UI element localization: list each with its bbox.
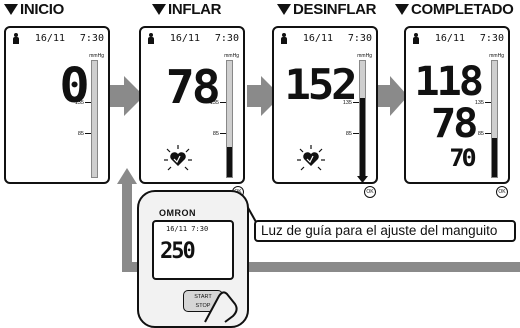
pressure-bar <box>226 60 233 178</box>
arrow-right-icon <box>110 76 144 116</box>
heartbeat-icon <box>164 145 192 171</box>
time-readout: 7:30 <box>214 33 239 44</box>
step-label-completado: COMPLETADO <box>395 1 514 18</box>
unit-label: mmHg <box>357 53 372 59</box>
user-icon <box>412 33 420 44</box>
date-readout: 16/11 <box>34 33 65 44</box>
tick-85: 85 <box>346 131 359 137</box>
unit-label: mmHg <box>89 53 104 59</box>
tick-85: 85 <box>78 131 91 137</box>
step-label-inicio: INICIO <box>4 1 64 18</box>
date-readout: 16/11 <box>434 33 465 44</box>
cuff-guide-callout: Luz de guía para el ajuste del manguito <box>254 220 516 242</box>
unit-label: mmHg <box>224 53 239 59</box>
time-readout: 7:30 <box>79 33 104 44</box>
brand-logo: OMRON <box>159 208 196 218</box>
down-arrow-icon <box>357 176 368 183</box>
down-triangle-icon <box>277 4 291 15</box>
step-label-inflar: INFLAR <box>152 1 222 18</box>
user-icon <box>147 33 155 44</box>
up-arrow-shaft <box>122 178 132 270</box>
pressure-bar <box>491 60 498 178</box>
callout-text: Luz de guía para el ajuste del manguito <box>261 223 498 238</box>
lcd-screen-inflar: 16/11 7:30 mmHg 135 85 78 <box>139 26 245 184</box>
device-pressure-value: 250 <box>160 239 196 264</box>
time-readout: 7:30 <box>479 33 504 44</box>
lcd-screen-completado: 16/11 7:30 mmHg 135 85 118 78 70 <box>404 26 510 184</box>
device-lcd: 16/11 7:30 250 <box>152 220 234 280</box>
pressure-bar <box>359 60 366 178</box>
pressure-value: 0 <box>59 58 89 114</box>
user-icon <box>12 33 20 44</box>
tick-135: 135 <box>475 100 491 106</box>
lcd-screen-desinflar: 16/11 7:30 mmHg 135 85 152 <box>272 26 378 184</box>
lcd-screen-inicio: 16/11 7:30 mmHg 135 85 0 <box>4 26 110 184</box>
pressure-value: 78 <box>165 60 221 114</box>
pulse-value: 70 <box>449 144 476 172</box>
tick-85: 85 <box>478 131 491 137</box>
date-readout: 16/11 <box>302 33 333 44</box>
heartbeat-icon <box>297 145 325 171</box>
pressure-bar <box>91 60 98 178</box>
step-label-desinflar: DESINFLAR <box>277 1 376 18</box>
ok-icon: OK <box>364 186 376 198</box>
tick-135: 135 <box>343 100 359 106</box>
diastolic-value: 78 <box>430 101 478 147</box>
arrow-up-icon <box>117 168 137 184</box>
tick-85: 85 <box>213 131 226 137</box>
date-readout: 16/11 <box>169 33 200 44</box>
device-datetime: 16/11 7:30 <box>166 225 209 233</box>
user-icon <box>280 33 288 44</box>
tick-135: 135 <box>210 100 226 106</box>
pressure-value: 152 <box>284 60 357 109</box>
finger-press-icon <box>204 291 238 323</box>
systolic-value: 118 <box>414 59 484 105</box>
arrow-right-icon <box>378 76 408 116</box>
tick-135: 135 <box>75 100 91 106</box>
down-triangle-icon <box>152 4 166 15</box>
time-readout: 7:30 <box>347 33 372 44</box>
arrow-right-icon <box>247 76 281 116</box>
down-triangle-icon <box>395 4 409 15</box>
ok-icon: OK <box>496 186 508 198</box>
unit-label: mmHg <box>489 53 504 59</box>
down-triangle-icon <box>4 4 18 15</box>
